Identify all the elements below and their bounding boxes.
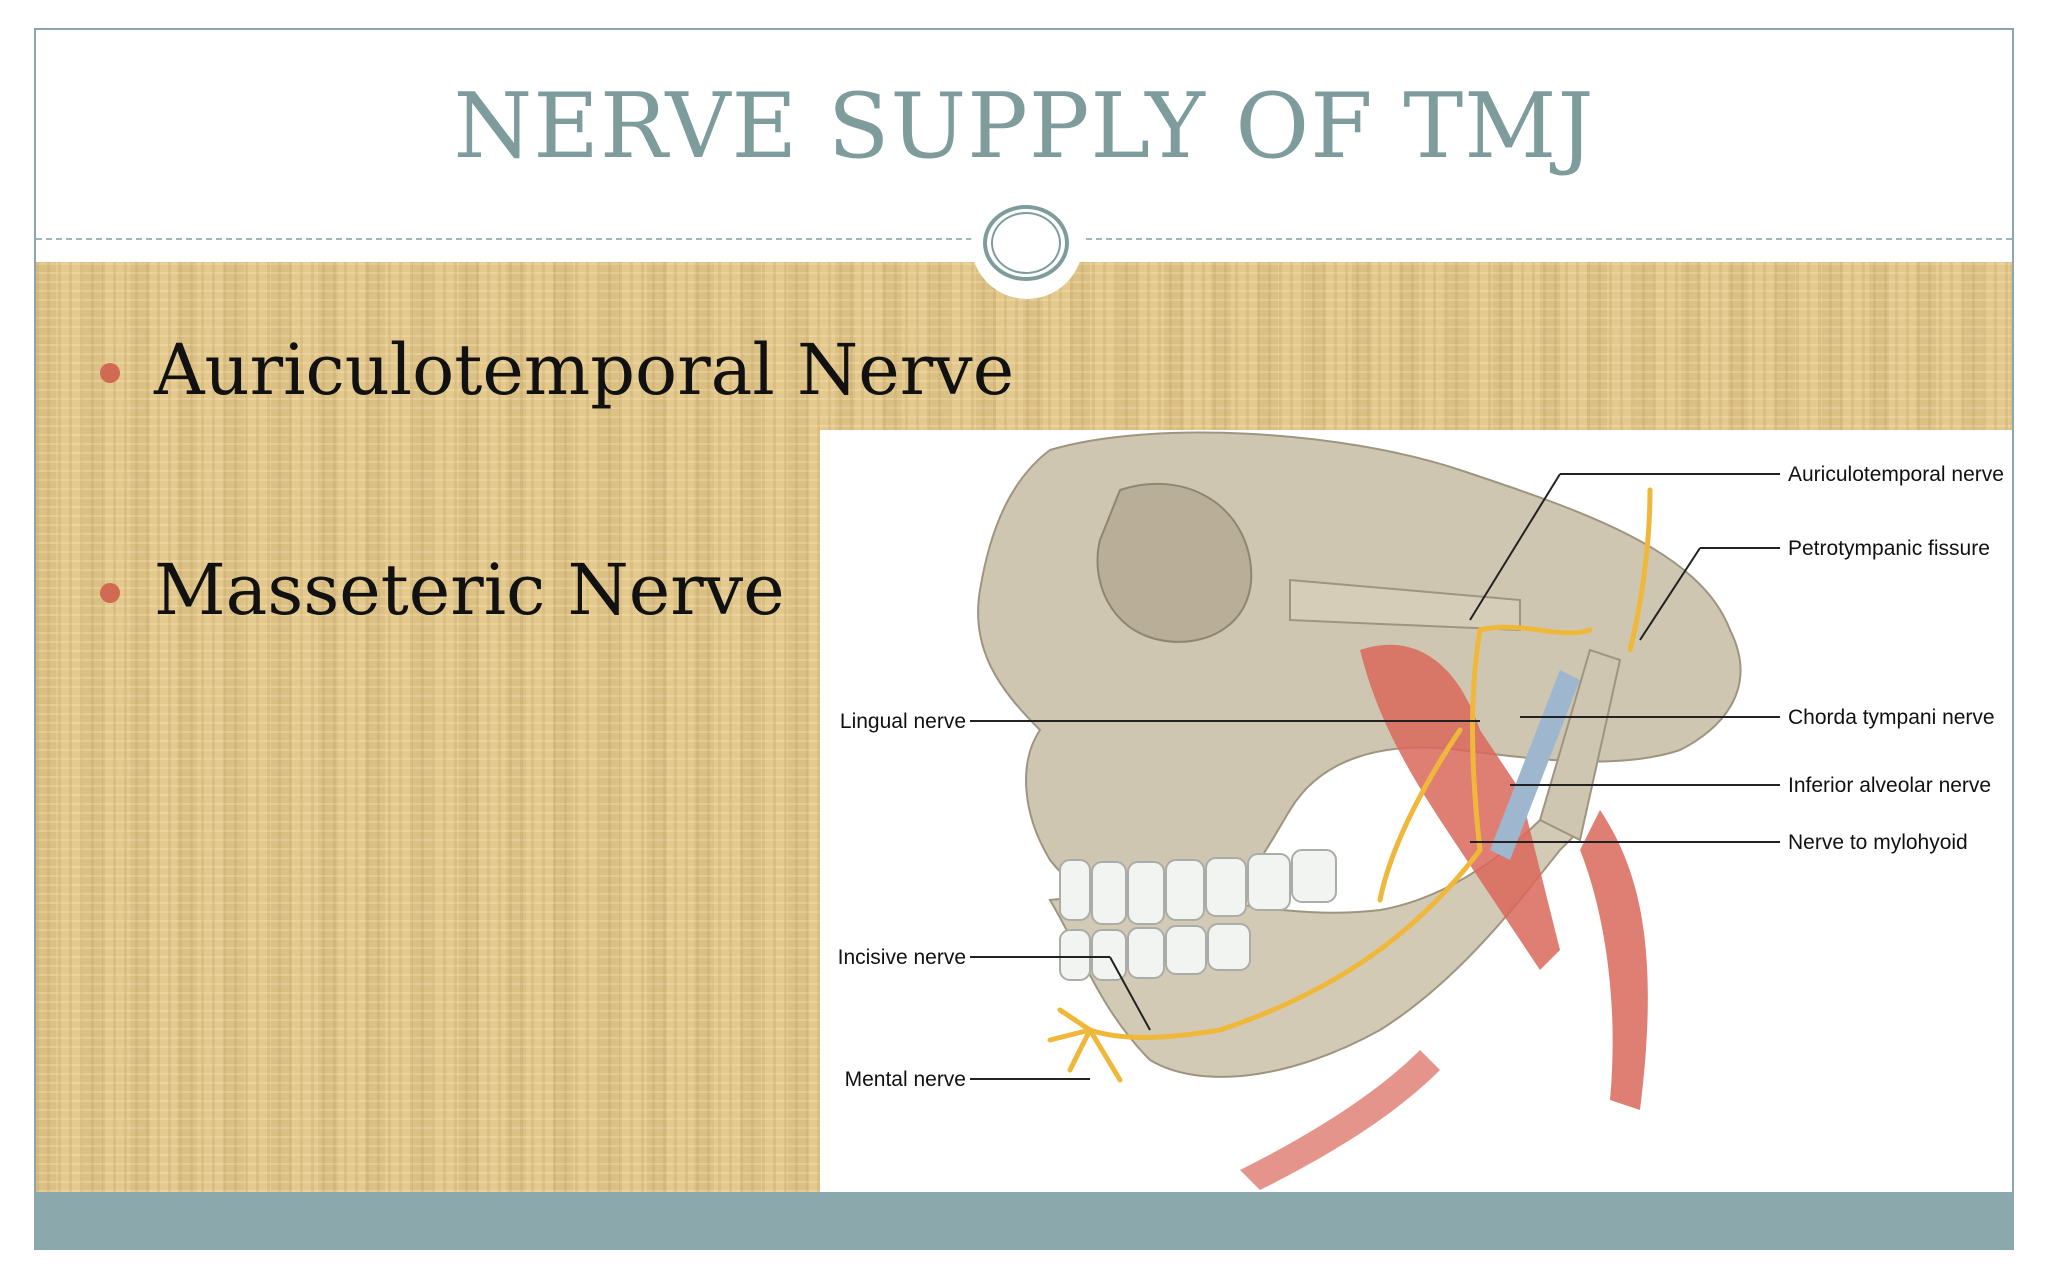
anatomy-illustration: Auriculotemporal nerve Petrotympanic fis… xyxy=(820,430,2012,1196)
bullet-text: Masseteric Nerve xyxy=(154,549,785,631)
bullet-list: Auriculotemporal Nerve Masseteric Nerve xyxy=(92,330,1014,770)
label-petrotympanic-fissure: Petrotympanic fissure xyxy=(1788,537,1990,560)
slide-title: NERVE SUPPLY OF TMJ xyxy=(453,74,1595,179)
muscle-shape xyxy=(1240,1050,1440,1190)
jaw-nerve-diagram: Auriculotemporal nerve Petrotympanic fis… xyxy=(838,431,2004,1190)
label-mental-nerve: Mental nerve xyxy=(845,1068,966,1091)
label-nerve-to-mylohyoid: Nerve to mylohyoid xyxy=(1788,831,1968,854)
label-leader-lines xyxy=(970,473,1780,1080)
slide: NERVE SUPPLY OF TMJ Auriculotemporal Ner… xyxy=(34,28,2014,1250)
teeth-group xyxy=(1059,849,1337,981)
bullet-item: Masseteric Nerve xyxy=(92,550,1014,630)
muscle-shape xyxy=(1580,810,1648,1110)
bullet-item: Auriculotemporal Nerve xyxy=(92,330,1014,410)
footer-bar xyxy=(36,1192,2012,1248)
label-auriculotemporal-nerve: Auriculotemporal nerve xyxy=(1788,463,2004,486)
label-chorda-tympani-nerve: Chorda tympani nerve xyxy=(1788,706,1995,729)
mandible-shape xyxy=(1048,818,1582,1078)
nerve-paths xyxy=(1047,487,1653,1083)
ornament-medallion xyxy=(971,187,1083,299)
ramus-shape xyxy=(1538,648,1622,842)
orbit-shape xyxy=(1096,482,1253,643)
bullet-dot-icon xyxy=(100,583,120,603)
muscle-shape xyxy=(1360,644,1560,970)
ornament-ring-inner xyxy=(991,212,1061,274)
label-incisive-nerve: Incisive nerve xyxy=(838,946,966,969)
bullet-dot-icon xyxy=(100,363,120,383)
bullet-text: Auriculotemporal Nerve xyxy=(154,329,1015,411)
ornament-ring-outer xyxy=(983,205,1069,281)
label-inferior-alveolar-nerve: Inferior alveolar nerve xyxy=(1788,774,1991,797)
skull-shape xyxy=(977,431,1742,914)
label-lingual-nerve: Lingual nerve xyxy=(840,710,966,733)
